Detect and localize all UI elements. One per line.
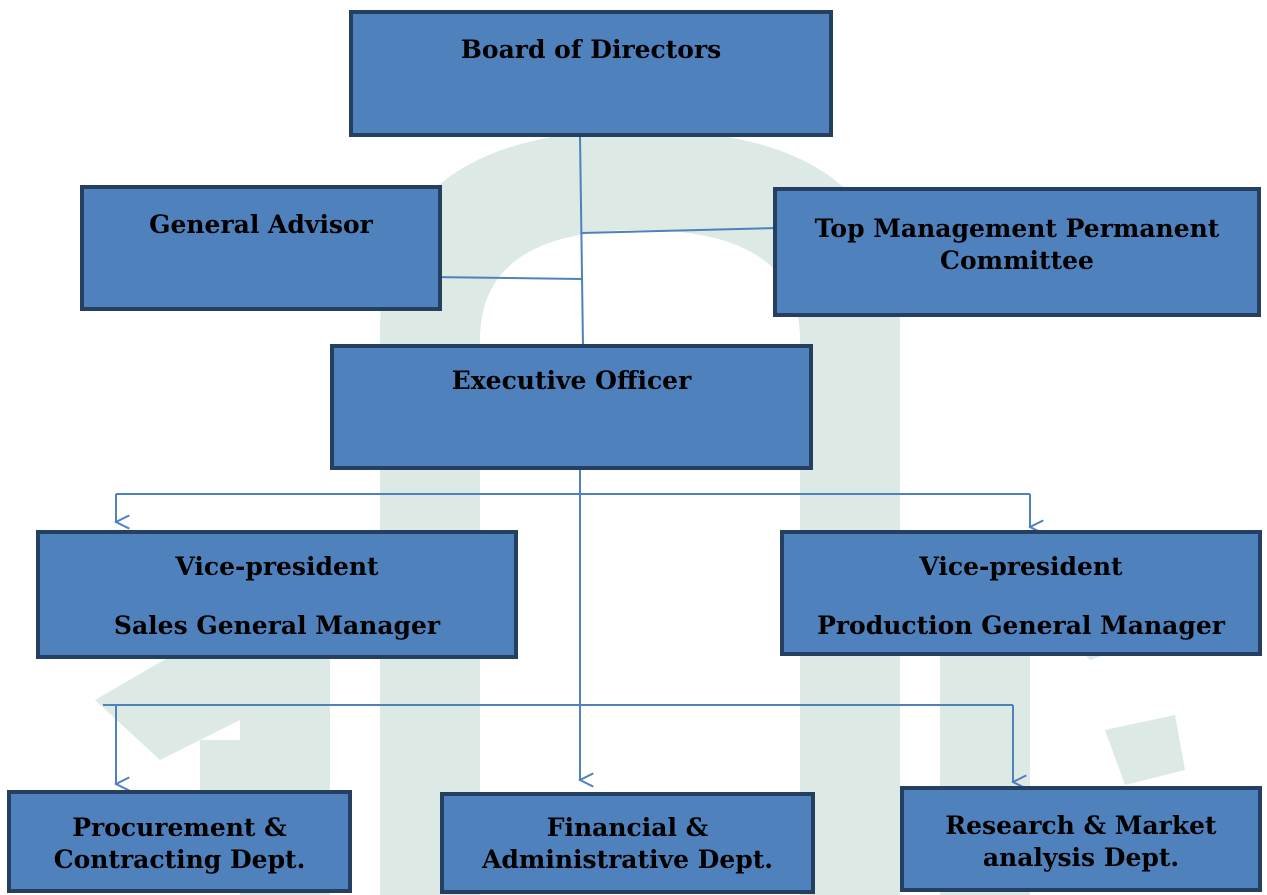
procurement-label-line-1: Procurement & <box>72 813 287 842</box>
watermark-left-glyph <box>200 740 290 800</box>
top-management-committee-node: Top Management Permanent Committee <box>773 187 1261 317</box>
board-to-committee-line <box>581 227 778 234</box>
general-advisor-label: General Advisor <box>149 210 373 239</box>
procurement-dept-node: Procurement & Contracting Dept. <box>7 790 352 893</box>
committee-label-line-1: Top Management Permanent <box>814 214 1220 243</box>
financial-dept-node: Financial & Administrative Dept. <box>440 792 815 894</box>
general-advisor-node: General Advisor <box>80 185 442 311</box>
procurement-label-line-2: Contracting Dept. <box>53 845 306 874</box>
research-label-line-1: Research & Market <box>945 811 1217 840</box>
board-of-directors-node: Board of Directors <box>349 10 833 137</box>
vp-production-role: Production General Manager <box>817 611 1225 640</box>
research-label-line-2: analysis Dept. <box>982 843 1180 872</box>
vp-sales-role: Sales General Manager <box>113 611 441 640</box>
watermark-right-glyph <box>1105 715 1185 785</box>
vp-sales-node: Vice-president Sales General Manager <box>36 530 518 659</box>
executive-officer-node: Executive Officer <box>330 344 813 470</box>
board-to-executive-line <box>579 135 584 347</box>
board-of-directors-label: Board of Directors <box>460 35 722 64</box>
financial-label-line-1: Financial & <box>546 813 709 842</box>
financial-label-line-2: Administrative Dept. <box>482 845 773 874</box>
committee-label-line-2: Committee <box>940 246 1094 275</box>
executive-officer-label: Executive Officer <box>451 366 692 395</box>
vp-production-node: Vice-president Production General Manage… <box>780 530 1262 656</box>
research-dept-node: Research & Market analysis Dept. <box>900 786 1262 892</box>
vp-production-title: Vice-president <box>919 552 1123 581</box>
vp-sales-title: Vice-president <box>175 552 379 581</box>
